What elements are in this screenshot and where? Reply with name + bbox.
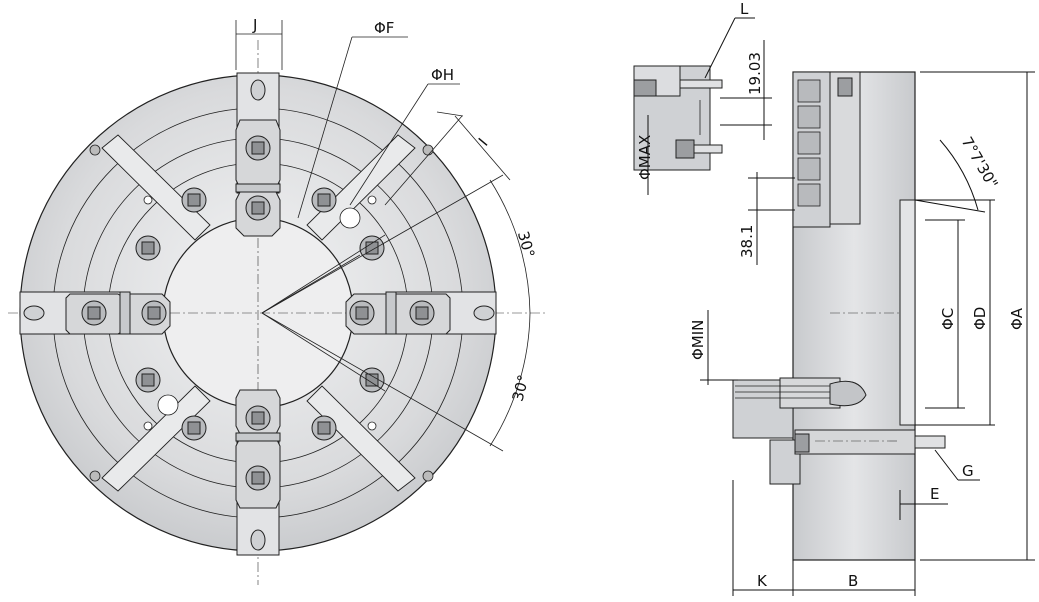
label-g: G [962, 462, 974, 480]
top-screw [837, 77, 853, 97]
label-j: J [252, 16, 257, 34]
label-phi-min: ΦMIN [689, 320, 707, 360]
label-l: L [740, 0, 749, 18]
front-view: J ΦF ΦH I 30° 30° [8, 16, 548, 585]
side-face-rim [899, 199, 916, 426]
leaders [235, 20, 460, 219]
label-phi-max: ΦMAX [636, 135, 654, 180]
top-step [829, 71, 861, 225]
lower-jaw [732, 377, 946, 485]
label-phi-a: ΦA [1008, 307, 1026, 330]
pin-holes [143, 195, 377, 431]
slot-studs [23, 79, 495, 551]
side-view: L 19.03 ΦMAX 38.1 ΦMIN 7°7'30" ΦC ΦD ΦA … [633, 0, 1035, 596]
label-b: B [848, 572, 858, 590]
angle-lines [261, 111, 531, 452]
label-angle-lower: 30° [509, 373, 533, 403]
label-taper: 7°7'30" [958, 134, 1002, 192]
label-angle-upper: 30° [514, 229, 538, 259]
socket-bolts [81, 135, 435, 491]
label-19-03: 19.03 [746, 52, 764, 95]
label-phi-d: ΦD [971, 307, 989, 330]
label-e: E [930, 485, 939, 503]
jaw-steps [797, 79, 821, 207]
side-dimensions [647, 17, 1035, 596]
label-38-1: 38.1 [738, 225, 756, 258]
label-phi-c: ΦC [939, 308, 957, 330]
diagonal-slots [101, 134, 416, 492]
jaw-insert-detail [633, 65, 723, 171]
label-phi-h: ΦH [431, 66, 454, 84]
label-phi-f: ΦF [374, 19, 394, 37]
label-k: K [757, 572, 768, 590]
